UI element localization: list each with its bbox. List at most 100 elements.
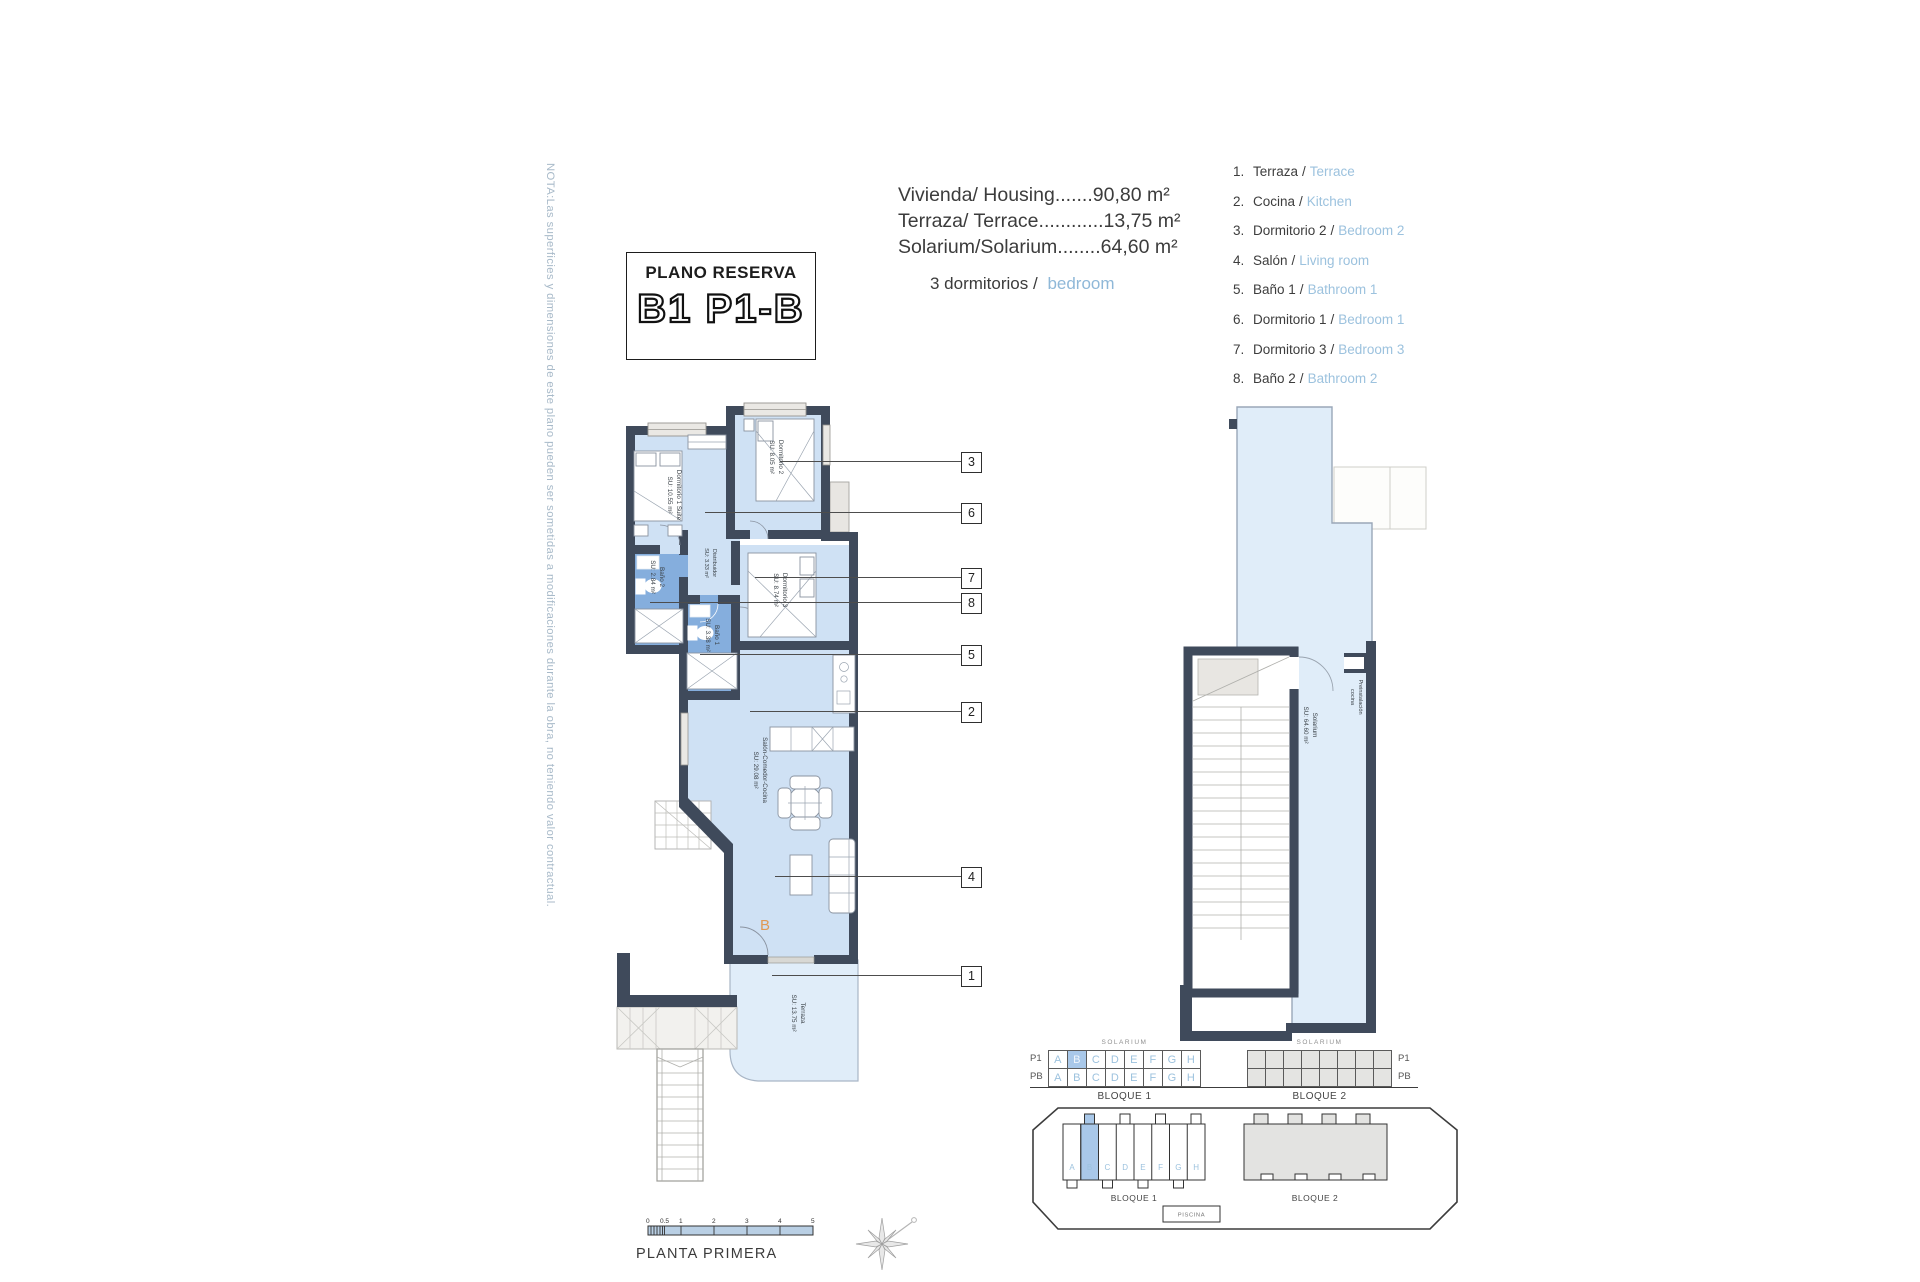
bedrooms-en: bedroom [1047, 274, 1115, 293]
svg-text:Dormitorio 3: Dormitorio 3 [781, 573, 788, 608]
bedrooms-es: 3 dormitorios / [930, 274, 1038, 293]
legend-es: Dormitorio 3 [1253, 341, 1327, 357]
unit-cell [1373, 1068, 1392, 1087]
bloque1-strip-label: BLOQUE 1 [1097, 1091, 1152, 1102]
site-bloque1 [1062, 1113, 1206, 1189]
svg-text:SU: 3.33 m²: SU: 3.33 m² [703, 548, 709, 578]
unit-cell-p1: C [1086, 1050, 1106, 1069]
unit-cell [1265, 1050, 1284, 1069]
unit-cell-pb: A [1048, 1068, 1068, 1087]
unit-cell-p1: H [1181, 1050, 1201, 1069]
svg-text:SU: 8.74 m²: SU: 8.74 m² [772, 573, 779, 607]
terrace-area [729, 959, 859, 1082]
legend-num: 1. [1233, 164, 1245, 179]
unit-cell [1337, 1068, 1356, 1087]
svg-text:A: A [1069, 1163, 1075, 1172]
svg-text:Terraza: Terraza [799, 1003, 806, 1024]
svg-text:cocina: cocina [1349, 689, 1355, 706]
solarium-strip-label-2: SOLARIUM [1296, 1039, 1343, 1046]
bloque2-strip-label: BLOQUE 2 [1292, 1091, 1347, 1102]
plan-title-box: PLANO RESERVA B1 P1-B [626, 252, 816, 360]
disclaimer-note: NOTA:Las superficies y dimensiones de es… [544, 163, 556, 908]
floor-labels-left: P1 PB [1030, 1050, 1043, 1086]
walkway-hatch [616, 1006, 738, 1050]
legend-item: 7.Dormitorio 3/Bedroom 3 [1233, 335, 1404, 365]
unit-cell [1355, 1068, 1374, 1087]
legend-en: Bathroom 1 [1307, 282, 1378, 298]
solarium-walls [1180, 419, 1376, 1041]
svg-text:SU: 10.55 m²: SU: 10.55 m² [666, 476, 673, 513]
callout-5: 5 [961, 645, 982, 666]
svg-text:E: E [1140, 1163, 1145, 1172]
scale-tick: 4 [778, 1218, 782, 1225]
unit-cell [1283, 1068, 1302, 1087]
summary-terrace: Terraza/ Terrace............13,75 m² [898, 210, 1181, 232]
legend-sep: / [1299, 282, 1304, 298]
svg-text:D: D [1122, 1163, 1128, 1172]
legend-num: 6. [1233, 311, 1245, 327]
furniture-detail [633, 430, 855, 913]
legend-sep: / [1330, 311, 1335, 327]
svg-text:SU: 3.38 m²: SU: 3.38 m² [704, 618, 711, 652]
shower-marks [634, 608, 738, 690]
piscina-outline [1162, 1205, 1221, 1223]
svg-text:H: H [1193, 1163, 1199, 1172]
legend-item: 5.Baño 1/Bathroom 1 [1233, 275, 1404, 305]
legend-es: Baño 2 [1253, 371, 1296, 387]
floor-p1: P1 [1398, 1053, 1410, 1064]
summary-solarium: Solarium/Solarium........64,60 m² [898, 236, 1178, 258]
unit-cell-pb: F [1143, 1068, 1163, 1087]
legend-en: Bedroom 2 [1338, 223, 1405, 239]
label-bano2: Baño 2SU: 2.84 m² [649, 560, 665, 594]
unit-cell-p1: F [1143, 1050, 1163, 1069]
site-bloque1-letters: A B C D E F G H [1069, 1163, 1199, 1172]
solarium-strip-label-1: SOLARIUM [1101, 1039, 1148, 1046]
svg-text:SU: 29.08 m²: SU: 29.08 m² [752, 751, 759, 788]
unit-code: B1 P1-B [636, 286, 805, 332]
scale-bar: 0 0.5 1 2 3 4 5 [646, 1218, 815, 1236]
legend-sep: / [1330, 223, 1335, 239]
label-bano1: Baño 1SU: 3.38 m² [704, 618, 720, 652]
unit-cell [1301, 1068, 1320, 1087]
callout-6: 6 [961, 503, 982, 524]
legend-es: Terraza [1253, 164, 1299, 179]
unit-cell [1247, 1068, 1266, 1087]
floor-pb: PB [1398, 1071, 1411, 1082]
unit-letter: B [760, 917, 770, 934]
scale-tick: 0.5 [660, 1218, 669, 1225]
legend-num: 7. [1233, 341, 1245, 357]
unit-cell-pb: C [1086, 1068, 1106, 1087]
legend-en: Bedroom 3 [1338, 341, 1405, 357]
unit-cell [1265, 1068, 1284, 1087]
legend-num: 2. [1233, 193, 1245, 209]
site-bloque1-label: BLOQUE 1 [1111, 1193, 1158, 1203]
unit-cell [1319, 1068, 1338, 1087]
piscina-label: PISCINA [1178, 1213, 1205, 1219]
callout-8: 8 [961, 593, 982, 614]
windows [647, 402, 831, 964]
svg-text:Salón-Comedor-Cocina: Salón-Comedor-Cocina [761, 737, 768, 803]
room-distribuidor [685, 530, 740, 600]
svg-text:Dormitorio 2: Dormitorio 2 [777, 440, 784, 475]
legend-es: Salón [1253, 252, 1288, 268]
svg-text:F: F [1158, 1163, 1163, 1172]
callout-2: 2 [961, 702, 982, 723]
unit-cell [1373, 1050, 1392, 1069]
unit-cell-pb: D [1105, 1068, 1125, 1087]
svg-text:Baño 2: Baño 2 [658, 567, 665, 587]
svg-text:G: G [1175, 1163, 1181, 1172]
scale-tick: 5 [811, 1218, 815, 1225]
scale-tick: 3 [745, 1218, 749, 1225]
unit-cell [1247, 1050, 1266, 1069]
svg-text:B: B [1087, 1163, 1092, 1172]
furniture [633, 418, 856, 914]
legend-item: 8.Baño 2/Bathroom 2 [1233, 364, 1404, 394]
neighbor-ghost [1333, 466, 1427, 530]
unit-cell-p1-selected: B [1067, 1050, 1087, 1069]
preinstall-fixture [1344, 653, 1370, 673]
site-bloque2-label: BLOQUE 2 [1292, 1193, 1339, 1203]
